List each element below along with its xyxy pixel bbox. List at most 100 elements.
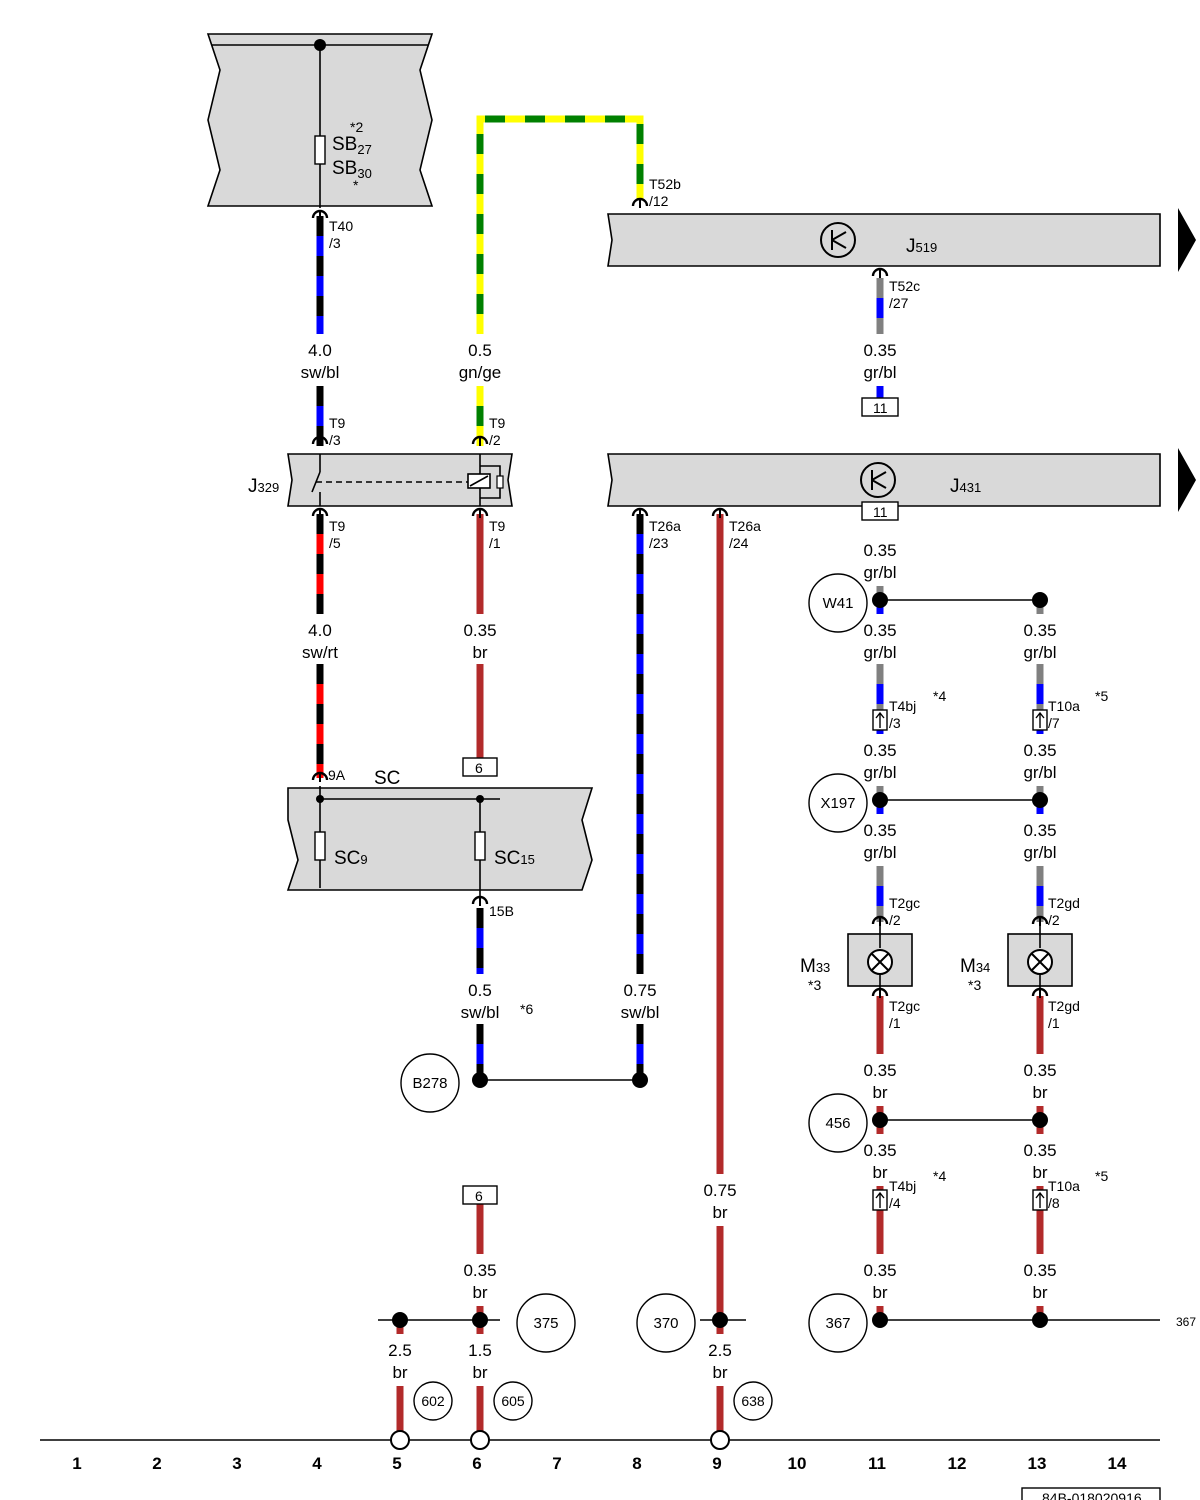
svg-text:br: br [872,1083,887,1102]
svg-text:0.35: 0.35 [863,621,896,640]
svg-text:9A: 9A [328,767,346,783]
svg-text:T9: T9 [489,415,506,431]
svg-text:/8: /8 [1048,1195,1060,1211]
sb-note-2: *2 [350,119,363,135]
grid-number: 14 [1108,1454,1127,1473]
svg-text:11: 11 [873,400,888,416]
fuse-sc15 [474,831,486,861]
grid-number: 13 [1028,1454,1047,1473]
grid-number: 4 [312,1454,322,1473]
wire-label-w3: 0.35 gr/bl [863,341,896,382]
svg-text:sw/bl: sw/bl [301,363,340,382]
wire-label-w10: 0.35 gr/bl [1023,741,1056,782]
wire-label-w16: 0.35 br [1023,1061,1056,1102]
svg-text:T2gc: T2gc [889,998,920,1014]
splice-dot [872,792,888,808]
relay-j329 [287,453,513,507]
ground-terminal-9 [710,1430,730,1450]
svg-text:gr/bl: gr/bl [863,643,896,662]
svg-text:gn/ge: gn/ge [459,363,502,382]
svg-text:gr/bl: gr/bl [863,363,896,382]
svg-text:T2gd: T2gd [1048,998,1080,1014]
svg-text:T4bj: T4bj [889,1178,916,1194]
svg-text:2.5: 2.5 [708,1341,732,1360]
svg-text:0.35: 0.35 [463,621,496,640]
svg-text:0.35: 0.35 [1023,741,1056,760]
svg-text:/3: /3 [329,235,341,251]
svg-text:gr/bl: gr/bl [1023,763,1056,782]
svg-text:0.75: 0.75 [623,981,656,1000]
connector-label-t10a_7: T10a/7*5 [1048,688,1108,731]
svg-text:*5: *5 [1095,688,1108,704]
svg-text:T9: T9 [329,518,346,534]
wire-label-w4: 4.0sw/rt [302,621,338,662]
circle-b278: B278 [400,1053,460,1113]
svg-text:T9: T9 [489,518,506,534]
control-unit-j431 [607,453,1161,507]
connector-label-t4bj_4: T4bj/4*4 [889,1168,946,1211]
svg-text:375: 375 [533,1315,558,1332]
svg-text:0.35: 0.35 [863,1261,896,1280]
fuse-sb [314,135,326,165]
svg-text:638: 638 [741,1393,765,1409]
svg-text:br: br [1032,1283,1047,1302]
svg-text:*6: *6 [520,1001,533,1017]
svg-text:0.35: 0.35 [1023,1061,1056,1080]
splice-dot [1032,792,1048,808]
svg-text:/2: /2 [1048,912,1060,928]
j329-label: J329 [248,476,279,497]
grid-number: 6 [472,1454,481,1473]
svg-text:*3: *3 [808,977,821,993]
wire-label-w24: 1.5br [468,1341,492,1382]
connector-label-t26a_23: T26a/23 [649,518,681,551]
grid-number: 1 [72,1454,81,1473]
page-arrow-j431 [1178,448,1196,512]
svg-text:602: 602 [421,1393,445,1409]
svg-text:456: 456 [825,1115,850,1132]
splice-dot [872,592,888,608]
svg-text:/3: /3 [329,432,341,448]
svg-text:370: 370 [653,1315,678,1332]
splice-dot [392,1312,408,1328]
svg-text:T9: T9 [329,415,346,431]
fuse-sc9 [314,831,326,861]
svg-text:0.35: 0.35 [863,341,896,360]
svg-text:sw/rt: sw/rt [302,643,338,662]
svg-text:0.35: 0.35 [863,1141,896,1160]
svg-text:0.5: 0.5 [468,981,492,1000]
svg-text:br: br [1032,1083,1047,1102]
grid-number: 8 [632,1454,641,1473]
svg-text:0.35: 0.35 [863,541,896,560]
connector-label-sc_15b: 15B [489,903,514,919]
transistor-icon-j431 [860,462,896,498]
connector-icon-t4bj-3 [872,709,888,731]
svg-text:T52b: T52b [649,176,681,192]
svg-text:T26a: T26a [649,518,681,534]
svg-text:T10a: T10a [1048,698,1080,714]
svg-text:/23: /23 [649,535,669,551]
splice-dot [472,1072,488,1088]
connector-label-t52c: T52c/27 [889,278,920,311]
svg-text:sw/bl: sw/bl [461,1003,500,1022]
sb-note: * [353,177,359,193]
svg-text:/3: /3 [889,715,901,731]
connector-icon-t10a-7 [1032,709,1048,731]
svg-text:*3: *3 [968,977,981,993]
connector-label-t9_1: T9/1 [489,518,506,551]
svg-text:T4bj: T4bj [889,698,916,714]
svg-text:/5: /5 [329,535,341,551]
svg-text:*5: *5 [1095,1168,1108,1184]
svg-text:0.35: 0.35 [1023,1141,1056,1160]
sc-label: SC [374,768,400,789]
svg-text:0.75: 0.75 [703,1181,736,1200]
connector-icon-t10a-8 [1032,1189,1048,1211]
